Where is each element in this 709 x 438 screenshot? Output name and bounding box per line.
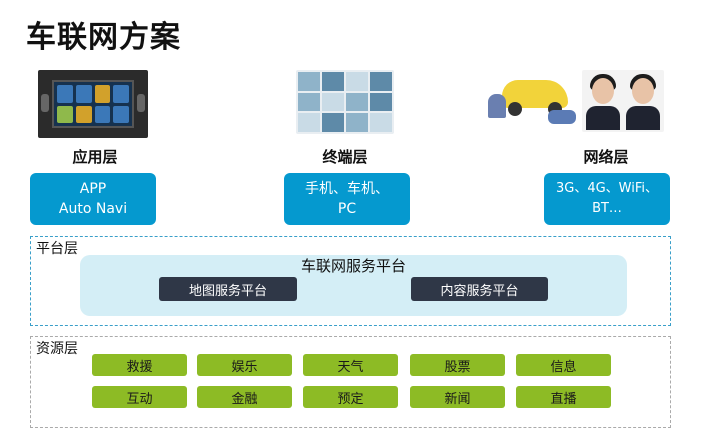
resource-item: 金融 (197, 386, 292, 408)
terminal-box-line-2: PC (337, 201, 357, 217)
app-box-line-1: APP (79, 181, 107, 197)
terminal-box-line-1: 手机、车机、 (305, 181, 389, 197)
resource-item: 信息 (516, 354, 611, 376)
resource-layer-label: 资源层 (36, 341, 78, 357)
resource-item: 直播 (516, 386, 611, 408)
app-box-line-2: Auto Navi (58, 201, 128, 217)
network-layer-label: 网络层 (583, 148, 629, 166)
app-layer-label: 应用层 (72, 148, 118, 166)
terminal-layer-label: 终端层 (322, 148, 368, 166)
terminal-layer-box: 手机、车机、 PC (284, 173, 410, 225)
resource-item: 新闻 (410, 386, 505, 408)
content-service-platform: 内容服务平台 (411, 277, 548, 301)
car-repair-image (486, 70, 578, 130)
terminal-screens-image (296, 70, 394, 134)
resource-layer-frame (30, 336, 671, 428)
app-layer-box: APP Auto Navi (30, 173, 156, 225)
network-box-line-2: BT… (592, 201, 622, 216)
network-box-line-1: 3G、4G、WiFi、 (555, 181, 658, 196)
map-service-platform: 地图服务平台 (159, 277, 297, 301)
platform-layer-label: 平台层 (36, 241, 78, 257)
page-title: 车联网方案 (26, 20, 181, 55)
resource-item: 娱乐 (197, 354, 292, 376)
platform-layer-frame (30, 236, 671, 326)
resource-item: 预定 (303, 386, 398, 408)
resource-item: 救援 (92, 354, 187, 376)
resource-item: 互动 (92, 386, 187, 408)
resource-item: 股票 (410, 354, 505, 376)
platform-title: 车联网服务平台 (300, 257, 406, 275)
network-layer-box: 3G、4G、WiFi、 BT… (544, 173, 670, 225)
resource-item: 天气 (303, 354, 398, 376)
call-center-agents-image (582, 70, 664, 132)
car-head-unit-image (38, 70, 148, 138)
